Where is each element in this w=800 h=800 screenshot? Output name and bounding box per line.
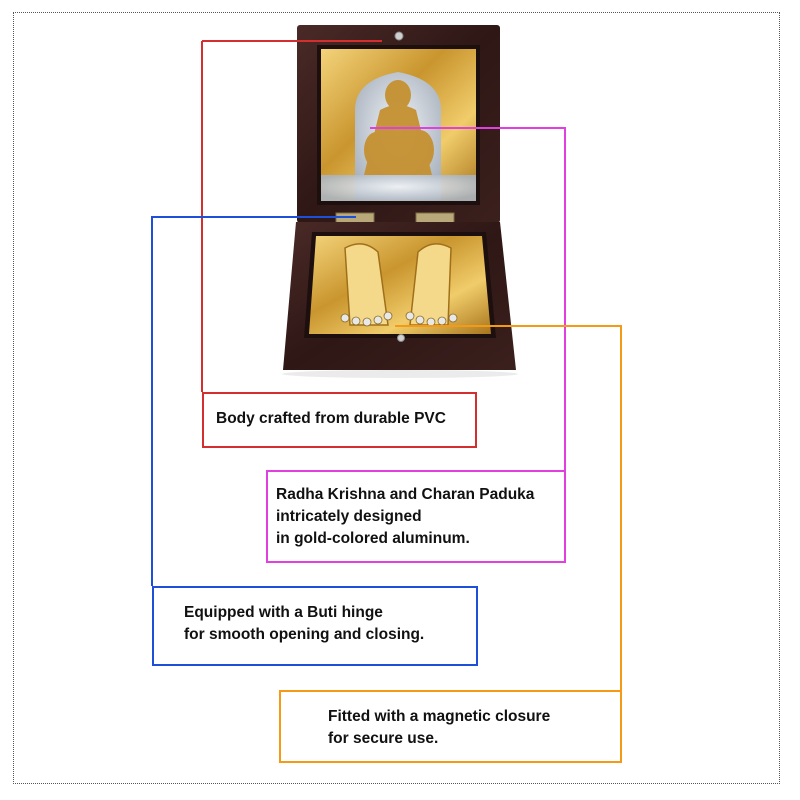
- callout-hinge-line-1: Equipped with a Buti hinge: [184, 604, 383, 621]
- callout-hinge-line-2: for smooth opening and closing.: [184, 626, 425, 643]
- callout-body-line-1: Body crafted from durable PVC: [216, 410, 446, 427]
- callout-closure: Fitted with a magnetic closure for secur…: [279, 690, 622, 763]
- callout-body-material: Body crafted from durable PVC: [202, 392, 477, 448]
- callout-design-line-2: intricately designed: [276, 508, 422, 525]
- box-base: [282, 222, 518, 378]
- dotted-frame: [13, 12, 780, 784]
- callout-design: Radha Krishna and Charan Paduka intricat…: [266, 470, 566, 563]
- callout-hinge: Equipped with a Buti hinge for smooth op…: [152, 586, 478, 666]
- charan-paduka-motif: [340, 243, 458, 327]
- radha-krishna-motif: [364, 80, 434, 175]
- callout-design-line-1: Radha Krishna and Charan Paduka: [276, 486, 535, 503]
- callout-closure-line-2: for secure use.: [328, 730, 439, 747]
- callout-design-line-3: in gold-colored aluminum.: [276, 530, 470, 547]
- leader-line-hinge: [151, 216, 356, 586]
- box-lid: [297, 25, 500, 223]
- callout-closure-line-1: Fitted with a magnetic closure: [328, 708, 551, 725]
- leader-line-closure: [395, 325, 622, 690]
- leader-line-design: [370, 127, 566, 470]
